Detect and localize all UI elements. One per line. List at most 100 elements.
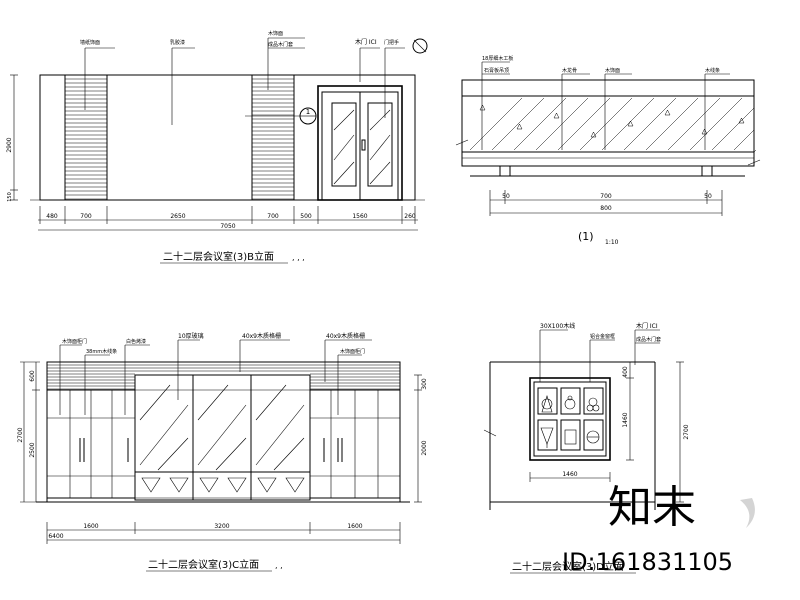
leader-label: 铝合金窗框: [590, 333, 615, 340]
watermark: 知末 ID:161831105: [562, 482, 755, 576]
hatch-line: [753, 149, 757, 153]
leader-label: 木龙骨: [562, 67, 577, 74]
hatch-line: [557, 97, 611, 151]
dim-c-right-0: 300: [421, 378, 428, 390]
dim-b-6: 260: [404, 213, 416, 220]
leaders-b: 墙纸饰面 乳胶漆 木饰面 成品木门套 木门 ICI 门把手: [80, 30, 405, 125]
top-slat-band: [47, 364, 400, 390]
door-glass-left: [331, 102, 357, 187]
aggregate-mark: [701, 128, 708, 135]
door-handle: [361, 139, 366, 151]
hatch-line: [491, 97, 545, 151]
cabinet-right: [309, 389, 401, 499]
aggregate-mark: [479, 104, 486, 111]
dim-b-0: 480: [46, 213, 58, 220]
detail-1-title: (1): [578, 230, 594, 243]
elevation-b-title: 二十二层会议室(3)B立面: [163, 250, 274, 263]
leaders-c: 木饰面柜门 38mm木线条 白色烤漆 10厚玻璃 40x9木质格栅 40x9木质…: [59, 332, 372, 415]
door-glass-right: [367, 102, 393, 187]
hatch-line: [469, 97, 523, 151]
slat-panel-right: [252, 78, 294, 200]
dim-b-5: 1560: [352, 213, 367, 220]
leaders-d: 30X100木线 铝合金窗框 木门 ICI 成品木门套: [539, 322, 661, 382]
leader-label: 白色烤漆: [126, 338, 146, 345]
aggregate-mark: [553, 112, 560, 119]
hatch-line: [513, 97, 567, 151]
leaders-d1: 18厚细木工板 石膏板吊顶 木龙骨 木饰面 木线条: [481, 55, 730, 150]
leader-label: 石膏板吊顶: [484, 67, 509, 74]
dim-c-2: 1600: [347, 523, 362, 530]
dim-d-h0: 400: [622, 366, 629, 378]
hatch-line: [623, 97, 677, 151]
dim-d1-1: 700: [600, 193, 612, 200]
elevation-b-title-suffix: , , ,: [292, 253, 305, 262]
elevation-c-title-suffix: , ,: [275, 561, 283, 570]
display-window: [529, 377, 611, 461]
dim-c-left-0: 600: [29, 370, 36, 382]
dim-d1-total: 800: [600, 205, 612, 212]
dim-d-w0: 1460: [562, 471, 577, 478]
leader-label: 木线条: [705, 67, 720, 74]
dim-b-2: 2650: [170, 213, 185, 220]
detail-1-scale: 1:10: [605, 239, 619, 246]
elevation-d-title: 二十二层会议室(3)D立面: [512, 560, 624, 573]
dim-c-1: 3200: [214, 523, 229, 530]
dim-b-total: 7050: [220, 223, 235, 230]
leader-label: 40x9木质格栅: [326, 332, 365, 340]
watermark-id: ID:161831105: [562, 548, 733, 576]
aggregate-mark: [738, 117, 745, 124]
hatch-line: [579, 97, 633, 151]
leader-label: 木饰面: [268, 30, 283, 37]
leader-label: 木门 ICI: [355, 38, 377, 46]
watermark-logo: 知末: [608, 482, 696, 533]
dim-d-h1: 1460: [622, 412, 629, 427]
dim-c-left-2: 2500: [29, 442, 36, 457]
elevation-d: 30X100木线 铝合金窗框 木门 ICI 成品木门套 400 1460 270…: [483, 322, 690, 574]
glass-panels-center: [134, 374, 311, 501]
dim-c-right-1: 2000: [421, 440, 428, 455]
dim-b-3: 700: [267, 213, 279, 220]
dim-c-left-1: 2700: [17, 427, 24, 442]
leader-label: 乳胶漆: [170, 39, 185, 46]
leader-label: 成品木门套: [268, 41, 293, 48]
detail-callout-number: 1: [306, 108, 310, 116]
leader-label: 18厚细木工板: [482, 55, 513, 62]
leader-label: 门把手: [384, 39, 399, 46]
leader-label: 成品木门套: [636, 336, 661, 343]
dim-d1-0: 50: [502, 193, 510, 200]
aggregate-mark: [627, 120, 634, 127]
watermark-swoosh: [740, 498, 755, 528]
elevation-b: 1 2900 150 墙纸饰面 乳胶漆 木饰面 成品木门套 木门 ICI: [6, 30, 428, 264]
elevation-c-title: 二十二层会议室(3)C立面: [148, 558, 259, 571]
leader-label: 木饰面: [605, 67, 620, 74]
dim-d1-2: 50: [704, 193, 712, 200]
leader-label: 木门 ICI: [636, 322, 658, 330]
leader-label: 木饰面柜门: [340, 348, 365, 355]
elevation-c: 木饰面柜门 38mm木线条 白色烤漆 10厚玻璃 40x9木质格栅 40x9木质…: [17, 332, 428, 572]
hatch-line: [711, 107, 755, 151]
aggregate-mark: [516, 123, 523, 130]
hatch-line: [645, 97, 699, 151]
height-dim-base: 150: [7, 192, 13, 202]
leader-label: 墙纸饰面: [80, 39, 100, 46]
height-dim-main: 2900: [6, 137, 13, 152]
leader-label: 木饰面柜门: [62, 338, 87, 345]
leader-label: 30X100木线: [540, 322, 575, 330]
concrete-hatch: [469, 97, 757, 153]
dim-b-4: 500: [300, 213, 312, 220]
aggregate-mark: [664, 109, 671, 116]
leader-label: 38mm木线条: [86, 348, 117, 355]
hatch-line: [733, 129, 755, 151]
detail-1: 18厚细木工板 石膏板吊顶 木龙骨 木饰面 木线条 50 700 50 800 …: [455, 55, 761, 246]
hatch-line: [667, 97, 721, 151]
dim-c-0: 1600: [83, 523, 98, 530]
hatch-line: [689, 97, 743, 151]
dim-d-h2: 2700: [683, 424, 690, 439]
slat-panel-left: [65, 78, 107, 200]
leader-label: 10厚玻璃: [178, 332, 204, 340]
dim-c-total: 6400: [48, 533, 63, 540]
leader-label: 40x9木质格栅: [242, 332, 281, 340]
hatch-line: [601, 97, 655, 151]
aggregate-mark: [590, 131, 597, 138]
